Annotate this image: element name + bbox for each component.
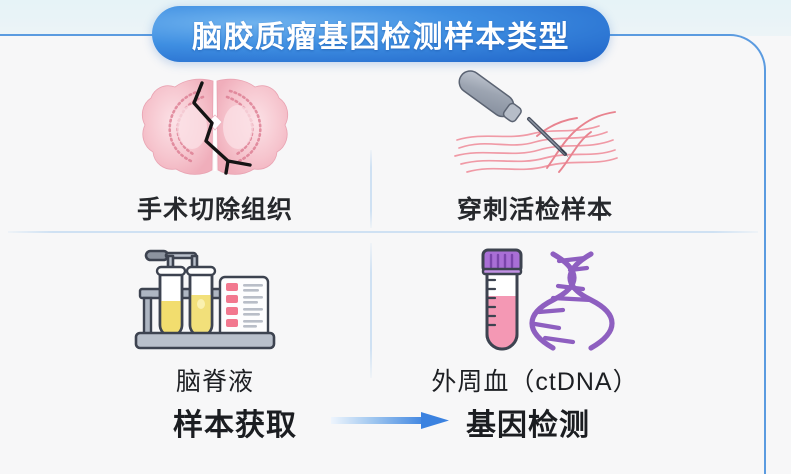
biopsy-needle-art xyxy=(447,70,623,180)
blood-tube-dna-art xyxy=(455,248,615,354)
sample-type-label-blood: 外周血（ctDNA） xyxy=(431,368,639,396)
sample-type-label-csf: 脑脊液 xyxy=(175,368,254,396)
flow-arrow xyxy=(331,411,449,431)
sample-type-card-biopsy: 穿刺活检样本 xyxy=(380,70,690,226)
test-tube-rack-icon xyxy=(134,249,276,350)
page-background xyxy=(0,36,791,442)
brain-tissue-section-icon xyxy=(141,78,289,175)
biopsy-needle-icon xyxy=(454,70,618,173)
horizontal-divider xyxy=(8,231,758,233)
vertical-divider-bottom xyxy=(370,243,372,378)
sample-type-label-surgery: 手术切除组织 xyxy=(136,196,293,224)
sample-type-card-blood: 外周血（ctDNA） xyxy=(380,248,690,398)
test-tube-rack-art xyxy=(130,248,300,354)
brain-tissue-section-art xyxy=(140,74,290,180)
flow-step-acquire: 样本获取 xyxy=(173,409,297,442)
flow-step-test: 基因检测 xyxy=(466,409,590,442)
sample-type-card-csf: 脑脊液 xyxy=(60,248,370,398)
page-title-pill: 脑胶质瘤基因检测样本类型 xyxy=(152,6,610,62)
sample-type-label-biopsy: 穿刺活检样本 xyxy=(456,196,613,224)
process-flow-row: 样本获取 基因检测 xyxy=(0,398,791,442)
sample-type-card-surgery: 手术切除组织 xyxy=(60,74,370,226)
right-arrow-icon xyxy=(331,412,449,429)
blood-tube-dna-icon xyxy=(481,248,615,351)
page-title: 脑胶质瘤基因检测样本类型 xyxy=(192,21,570,54)
vertical-divider-top xyxy=(370,150,372,228)
